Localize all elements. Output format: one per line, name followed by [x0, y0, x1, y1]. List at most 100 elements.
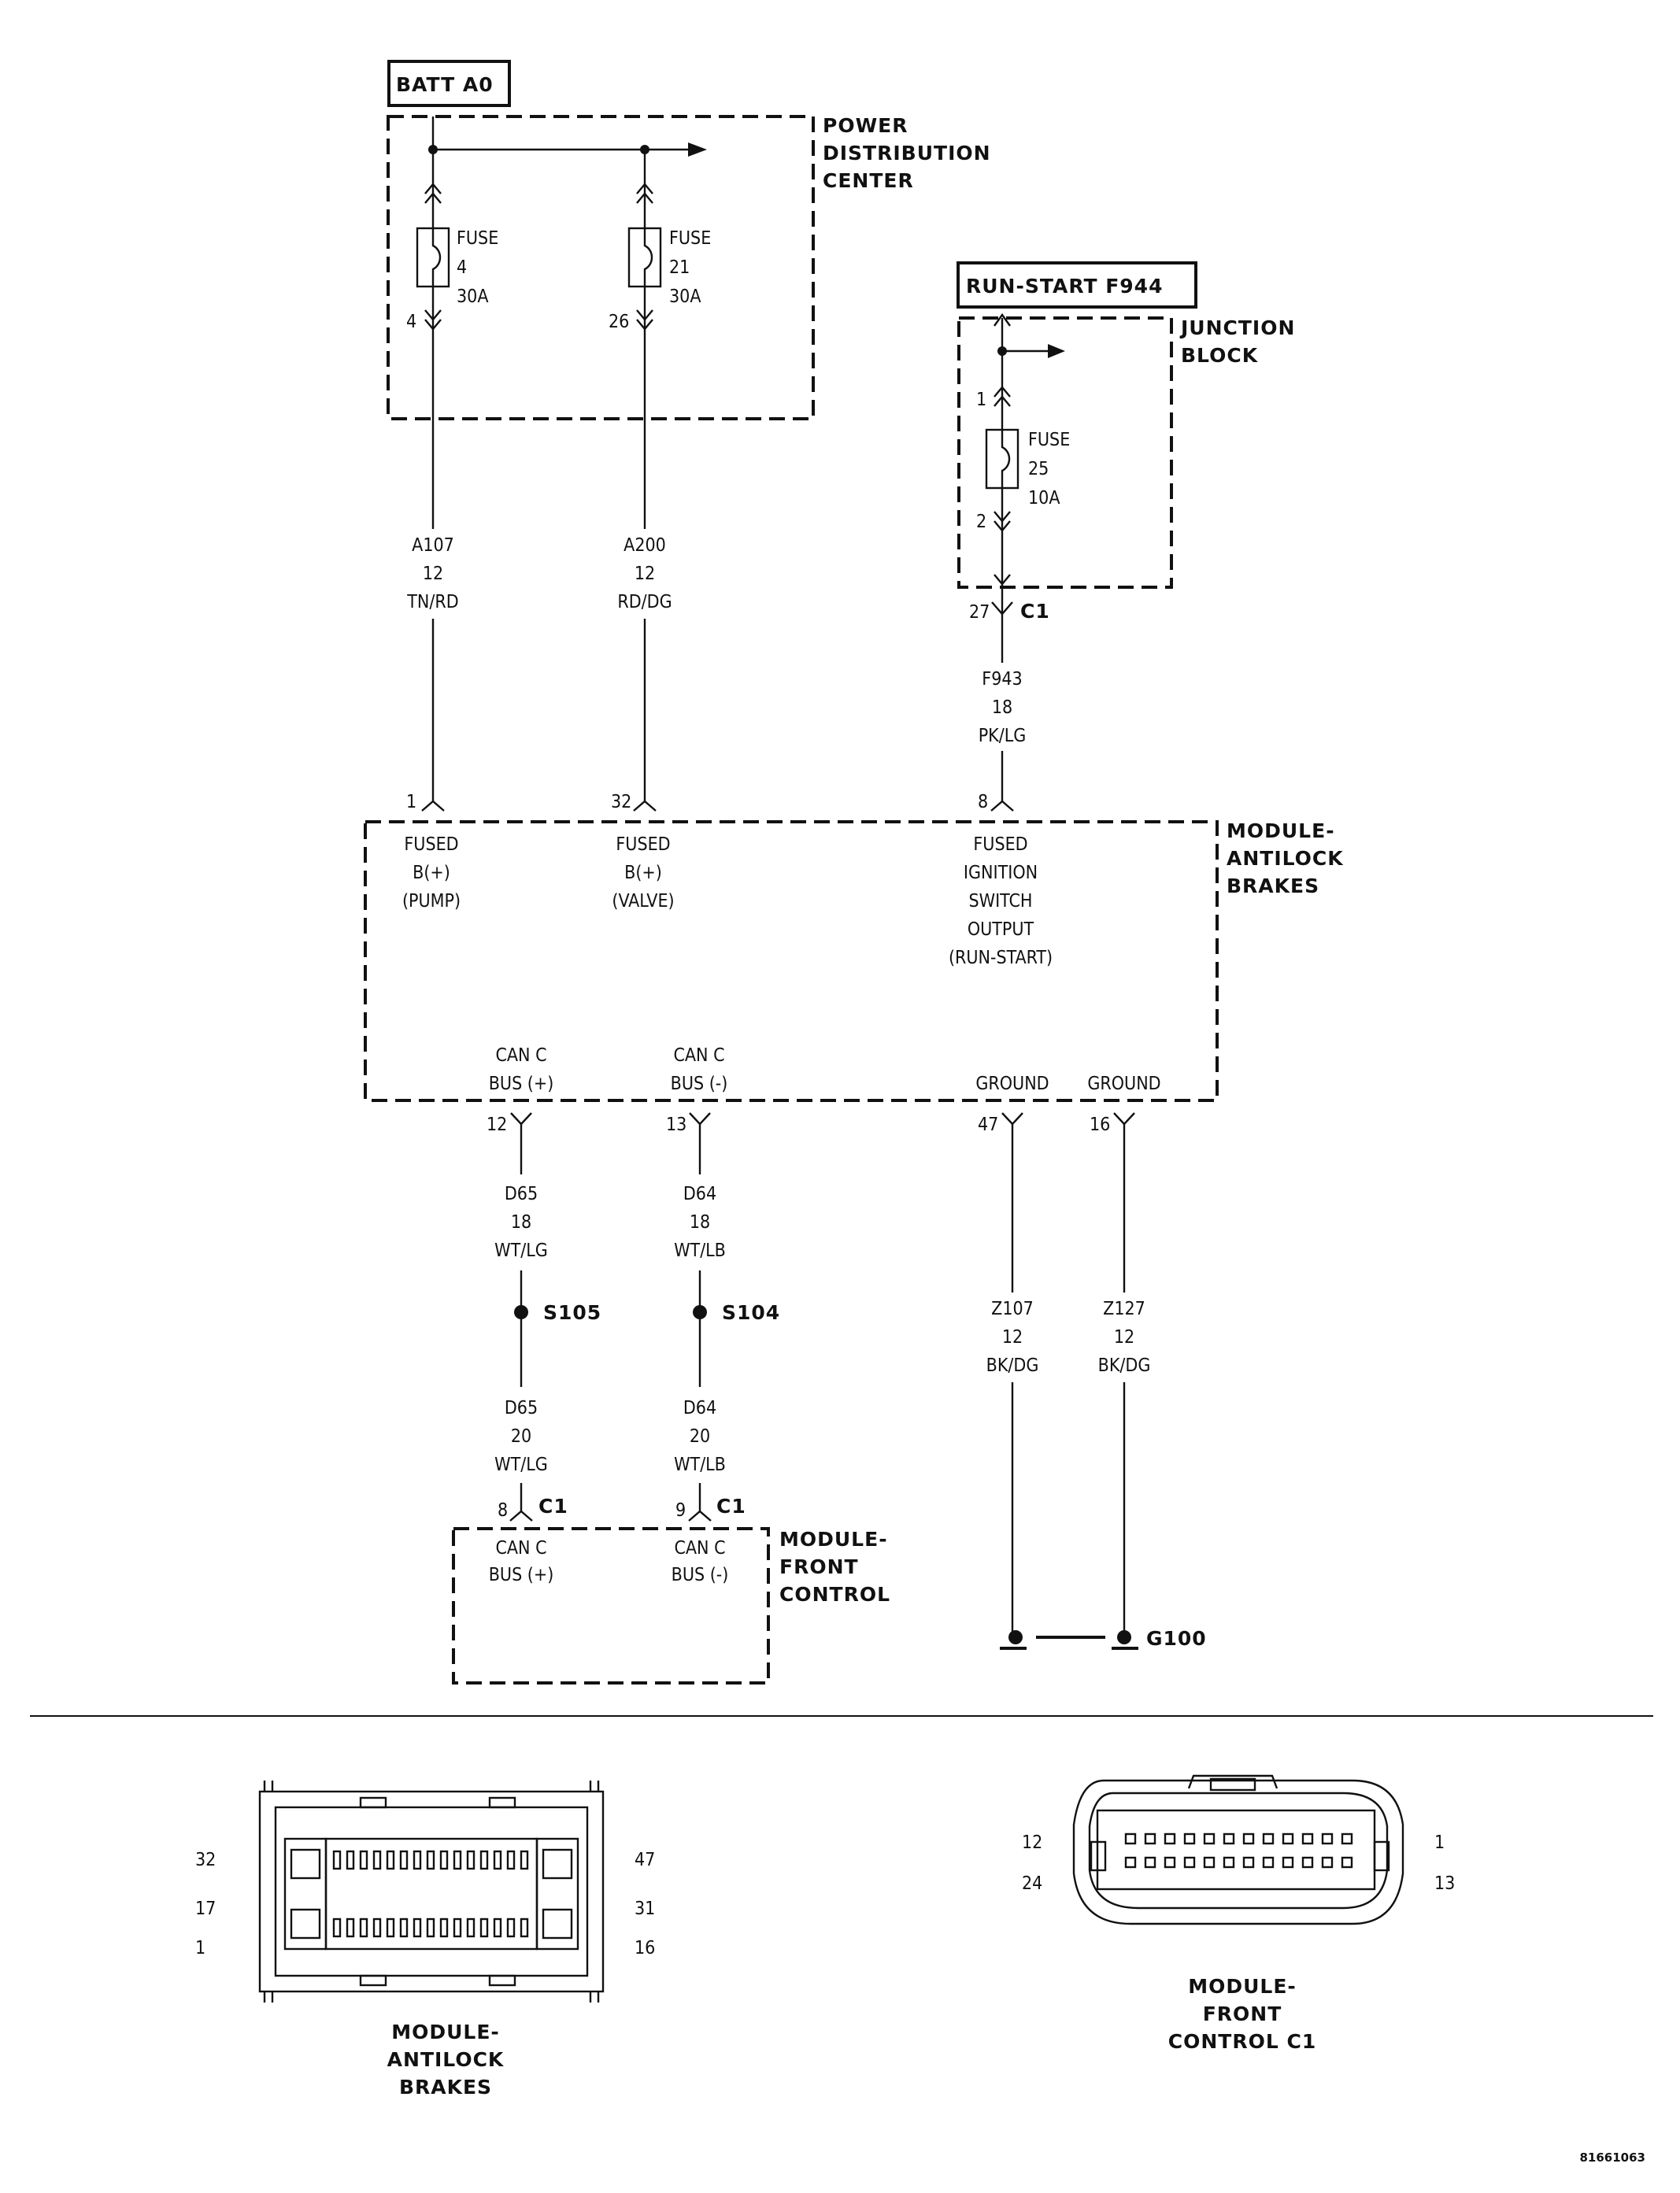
- svg-text:20: 20: [690, 1426, 710, 1447]
- svg-text:WT/LG: WT/LG: [494, 1455, 548, 1475]
- junction-block-box: [957, 316, 1173, 589]
- fcm-pin-cavity: [1321, 1856, 1334, 1869]
- svg-text:27: 27: [969, 602, 990, 623]
- svg-text:26: 26: [609, 312, 629, 332]
- svg-text:JUNCTION: JUNCTION: [1179, 316, 1295, 339]
- jb-connector-c1: 27 C1: [969, 600, 1050, 623]
- fuse-4: FUSE 4 30A 4: [406, 150, 498, 332]
- svg-text:FUSED: FUSED: [616, 834, 670, 855]
- svg-text:CAN C: CAN C: [495, 1538, 546, 1559]
- abs-pin-32: 32: [611, 792, 657, 812]
- svg-text:A200: A200: [624, 535, 666, 556]
- splice-s105-label: S105: [543, 1301, 601, 1324]
- svg-text:20: 20: [511, 1426, 531, 1447]
- wire-f943-label: F943 18 PK/LG: [979, 669, 1027, 746]
- svg-text:16: 16: [1090, 1115, 1110, 1135]
- svg-text:BUS (+): BUS (+): [489, 1565, 554, 1585]
- wire-d65-lower-label: D65 20 WT/LG: [494, 1398, 548, 1475]
- svg-text:12: 12: [1022, 1832, 1042, 1853]
- svg-text:BK/DG: BK/DG: [1098, 1355, 1151, 1376]
- svg-text:25: 25: [1028, 459, 1049, 479]
- fcm-pin-cavity: [1341, 1832, 1353, 1845]
- abs-pin-cavity: [426, 1850, 435, 1870]
- abs-pin-cavity: [372, 1917, 382, 1938]
- abs-module-box: [364, 820, 1219, 1102]
- fcm-title: MODULE- FRONT CONTROL: [779, 1528, 890, 1606]
- svg-text:WT/LB: WT/LB: [674, 1455, 726, 1475]
- svg-text:CAN C: CAN C: [674, 1538, 725, 1559]
- svg-text:1: 1: [1434, 1832, 1445, 1853]
- fcm-pin-cavity: [1164, 1856, 1176, 1869]
- fcm-box: [452, 1527, 770, 1685]
- abs-pin-16: 16: [1090, 1112, 1135, 1135]
- abs-pin-cavity: [479, 1917, 489, 1938]
- abs-pin-cavity: [346, 1850, 355, 1870]
- pdc-title: POWER DISTRIBUTION CENTER: [823, 114, 991, 192]
- svg-text:B(+): B(+): [413, 863, 450, 883]
- svg-text:12: 12: [1114, 1327, 1134, 1348]
- svg-text:1: 1: [976, 390, 986, 410]
- fcm-pin-cavity: [1183, 1832, 1196, 1845]
- svg-text:12: 12: [635, 564, 655, 584]
- splice-s104: [693, 1305, 707, 1319]
- svg-text:CONTROL C1: CONTROL C1: [1168, 2030, 1316, 2053]
- svg-text:RD/DG: RD/DG: [617, 592, 672, 612]
- svg-text:17: 17: [195, 1899, 216, 1919]
- svg-text:CAN C: CAN C: [673, 1045, 724, 1066]
- fcm-pin-cavity: [1282, 1832, 1294, 1845]
- svg-text:BLOCK: BLOCK: [1181, 344, 1259, 367]
- fcm-pin-cavity: [1223, 1832, 1235, 1845]
- svg-text:18: 18: [511, 1212, 531, 1233]
- fuse-21: FUSE 21 30A 26: [609, 183, 711, 332]
- fcm-connector-c1: 8 C1 9 C1: [498, 1495, 746, 1522]
- svg-text:13: 13: [666, 1115, 686, 1135]
- pdc-box: [387, 115, 815, 420]
- fcm-can-plus-label: CAN C BUS (+): [489, 1538, 554, 1585]
- svg-text:C1: C1: [1020, 600, 1050, 623]
- svg-text:16: 16: [635, 1938, 655, 1958]
- svg-text:MODULE-: MODULE-: [1227, 819, 1335, 842]
- fcm-pin-cavity: [1203, 1856, 1216, 1869]
- svg-text:CAN C: CAN C: [495, 1045, 546, 1066]
- abs-pin-cavity: [386, 1850, 395, 1870]
- fcm-pin-cavity: [1183, 1856, 1196, 1869]
- abs-pin-cavity: [493, 1850, 502, 1870]
- figure-id: 81661063: [1580, 2150, 1646, 2165]
- junction-block-title: JUNCTION BLOCK: [1179, 316, 1295, 367]
- abs-pin-cavity: [453, 1917, 462, 1938]
- fcm-pin-cavity: [1242, 1856, 1255, 1869]
- svg-text:12: 12: [423, 564, 443, 584]
- svg-text:FUSE: FUSE: [457, 228, 498, 249]
- svg-text:PK/LG: PK/LG: [979, 726, 1027, 746]
- svg-text:C1: C1: [716, 1495, 746, 1518]
- svg-text:Z127: Z127: [1103, 1299, 1145, 1319]
- ground-g100: G100: [1000, 1627, 1206, 1650]
- wire-z107-label: Z107 12 BK/DG: [986, 1299, 1039, 1376]
- svg-text:30A: 30A: [669, 287, 701, 307]
- svg-text:OUTPUT: OUTPUT: [968, 919, 1034, 940]
- abs-pin-cavity: [359, 1917, 368, 1938]
- abs-pin-cavity: [413, 1850, 422, 1870]
- wire-d64-lower-label: D64 20 WT/LB: [674, 1398, 726, 1475]
- svg-text:DISTRIBUTION: DISTRIBUTION: [823, 142, 991, 165]
- svg-text:(RUN-START): (RUN-START): [949, 948, 1053, 968]
- abs-pin-cavity: [332, 1850, 342, 1870]
- wire-a107-label: A107 12 TN/RD: [406, 535, 458, 612]
- svg-text:1: 1: [195, 1938, 205, 1958]
- bus-arrow-icon: [688, 142, 707, 157]
- fcm-pin-cavity: [1262, 1856, 1275, 1869]
- svg-text:POWER: POWER: [823, 114, 908, 137]
- svg-text:(VALVE): (VALVE): [612, 891, 674, 912]
- abs-pin-cavity: [413, 1917, 422, 1938]
- jb-arrow-icon: [1048, 344, 1065, 358]
- fcm-pin-cavity: [1124, 1832, 1137, 1845]
- run-start-label: RUN-START F944: [966, 275, 1163, 298]
- fcm-pin-cavity: [1124, 1856, 1137, 1869]
- svg-text:47: 47: [635, 1850, 655, 1870]
- svg-text:D64: D64: [683, 1184, 716, 1204]
- svg-text:BRAKES: BRAKES: [1227, 875, 1319, 897]
- svg-text:WT/LB: WT/LB: [674, 1241, 726, 1261]
- svg-text:24: 24: [1022, 1873, 1042, 1894]
- svg-text:47: 47: [978, 1115, 998, 1135]
- wire-z127-label: Z127 12 BK/DG: [1098, 1299, 1151, 1376]
